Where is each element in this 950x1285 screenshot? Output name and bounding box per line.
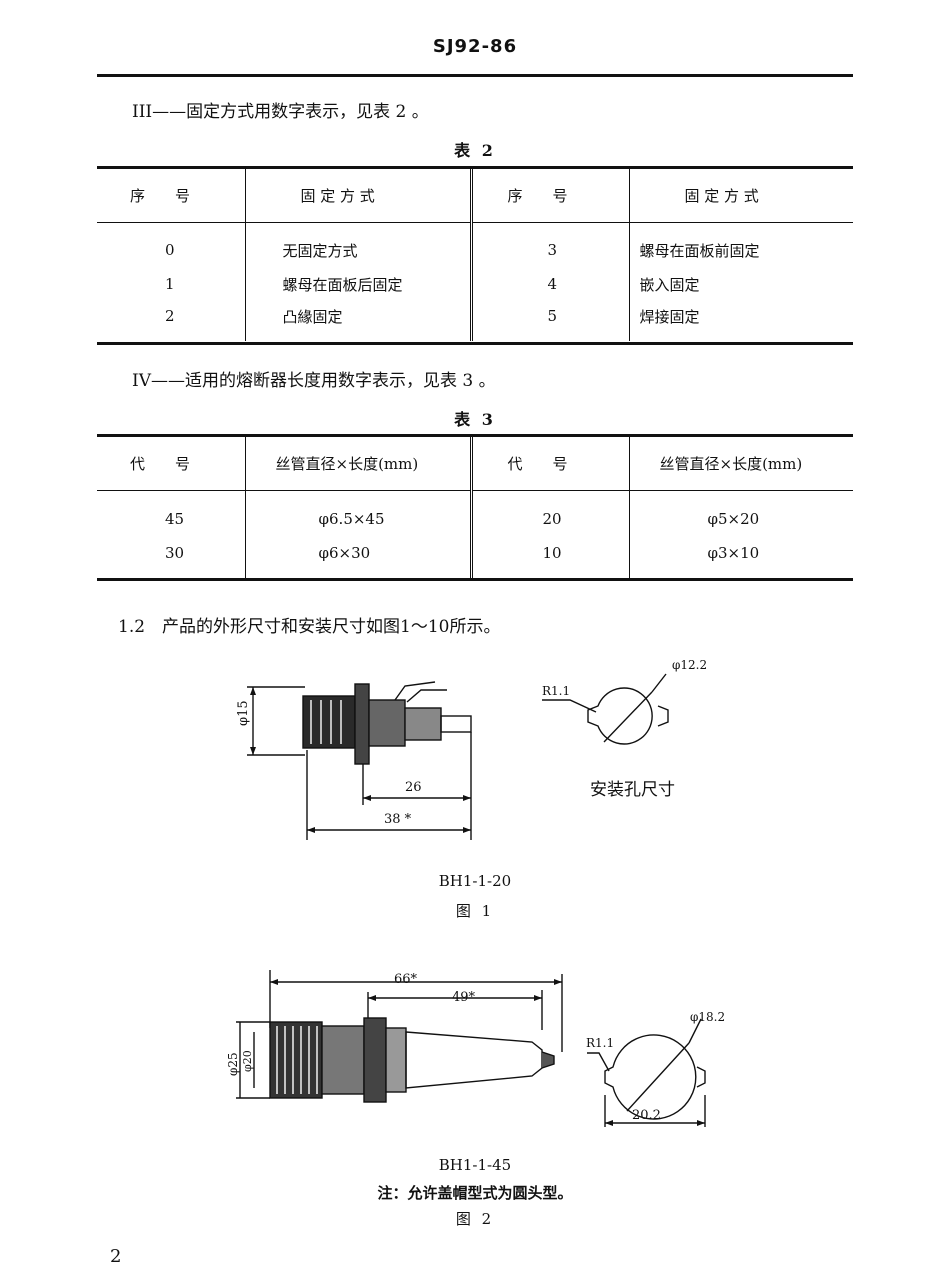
figure2-mounting-hole-drawing [587, 1018, 706, 1127]
figure1-hole-diameter: φ12.2 [672, 658, 708, 672]
figure2-dim-66: 66* [394, 972, 418, 987]
table3-header-cell: 丝管直径×长度(mm) [245, 437, 473, 490]
table3-cell: 30 [97, 537, 246, 579]
table3-header-row: 代 号 丝管直径×长度(mm) 代 号 丝管直径×长度(mm) [97, 437, 853, 490]
table-row: 30 φ6×30 10 φ3×10 [97, 537, 853, 579]
figure2-hole-diameter: φ18.2 [690, 1010, 726, 1024]
table-row: 1 螺母在面板后固定 4 嵌入固定 [97, 267, 853, 301]
table2-cell: 5 [471, 301, 630, 341]
table3-cell: φ6×30 [245, 537, 473, 579]
table2-header-cell: 固 定 方 式 [684, 186, 759, 205]
table2-caption: 表 2 [454, 141, 496, 160]
table2: 序 号 固 定 方 式 序 号 固 定 方 式 0 无固定方式 3 螺母在面板前… [97, 169, 853, 341]
section-iv-text: IV——适用的熔断器长度用数字表示，见表 3 。 [132, 371, 496, 391]
figure2-hole-radius: R1.1 [586, 1036, 615, 1050]
table3-header-cell: 代 号 [97, 437, 246, 490]
table2-cell: 凸緣固定 [245, 301, 473, 341]
table2-bottom-rule [97, 342, 853, 345]
table3-cell: φ6.5×45 [245, 491, 473, 537]
figure1-dim-38: 38 * [384, 812, 412, 827]
table3-cell: 45 [97, 491, 246, 537]
figure1-holder-drawing [247, 681, 472, 840]
figure2-dim-49: 49* [452, 990, 476, 1005]
figure2-hole-width: 20.2 [632, 1108, 661, 1123]
table3-bottom-rule [97, 578, 853, 581]
figure1-model: BH1-1-20 [438, 872, 512, 890]
header-rule [97, 74, 853, 77]
figure2-dim-d1: φ25 [226, 1052, 240, 1076]
table2-cell: 2 [97, 301, 246, 341]
table3-caption: 表 3 [454, 410, 496, 429]
section-1-2-text: 1.2 产品的外形尺寸和安装尺寸如图1～10所示。 [118, 617, 501, 637]
figure1-hole-radius: R1.1 [542, 684, 571, 698]
figure1-hole-caption: 安装孔尺寸 [590, 780, 675, 800]
table3-top-rule [97, 434, 853, 437]
section-iii-text: III——固定方式用数字表示，见表 2 。 [132, 102, 429, 122]
document-code: SJ92-86 [432, 36, 518, 57]
table3-header-cell: 代 号 [471, 437, 630, 490]
table2-cell: 螺母在面板后固定 [245, 267, 473, 301]
figure1-dim-diameter: φ15 [236, 700, 251, 726]
table2-cell: 嵌入固定 [639, 275, 700, 294]
figure1-mounting-hole-drawing [542, 673, 669, 745]
table2-cell: 焊接固定 [639, 307, 700, 326]
table2-cell: 螺母在面板前固定 [639, 241, 760, 260]
figure1-label: 图 1 [455, 902, 495, 920]
table3-header-cell: 丝管直径×长度(mm) [659, 454, 803, 473]
table3-cell: φ5×20 [707, 510, 760, 528]
table-row: 2 凸緣固定 5 焊接固定 [97, 301, 853, 341]
table3-cell: φ3×10 [707, 544, 760, 562]
table3-cell: 10 [471, 537, 630, 579]
table2-cell: 4 [471, 267, 630, 301]
page-number: 2 [110, 1246, 122, 1267]
figure2-dim-d2: φ20 [241, 1050, 254, 1072]
figure2-note: 注：允许盖帽型式为圆头型。 [377, 1184, 573, 1202]
table2-cell: 3 [471, 223, 630, 267]
figure1-dim-26: 26 [405, 780, 422, 795]
table-row: 45 φ6.5×45 20 φ5×20 [97, 491, 853, 537]
figure2-holder-drawing [236, 970, 563, 1103]
table2-header-cell: 序 号 [471, 169, 630, 222]
table2-top-rule [97, 166, 853, 169]
table2-header-cell: 固 定 方 式 [245, 169, 473, 222]
table-row: 0 无固定方式 3 螺母在面板前固定 [97, 223, 853, 267]
table2-cell: 1 [97, 267, 246, 301]
table2-cell: 无固定方式 [245, 223, 473, 267]
table2-cell: 0 [97, 223, 246, 267]
table2-header-cell: 序 号 [97, 169, 246, 222]
table3-cell: 20 [471, 491, 630, 537]
table3: 代 号 丝管直径×长度(mm) 代 号 丝管直径×长度(mm) 45 φ6.5×… [97, 437, 853, 579]
figure2-label: 图 2 [455, 1210, 495, 1228]
table2-header-row: 序 号 固 定 方 式 序 号 固 定 方 式 [97, 169, 853, 222]
figure2-model: BH1-1-45 [438, 1156, 512, 1174]
